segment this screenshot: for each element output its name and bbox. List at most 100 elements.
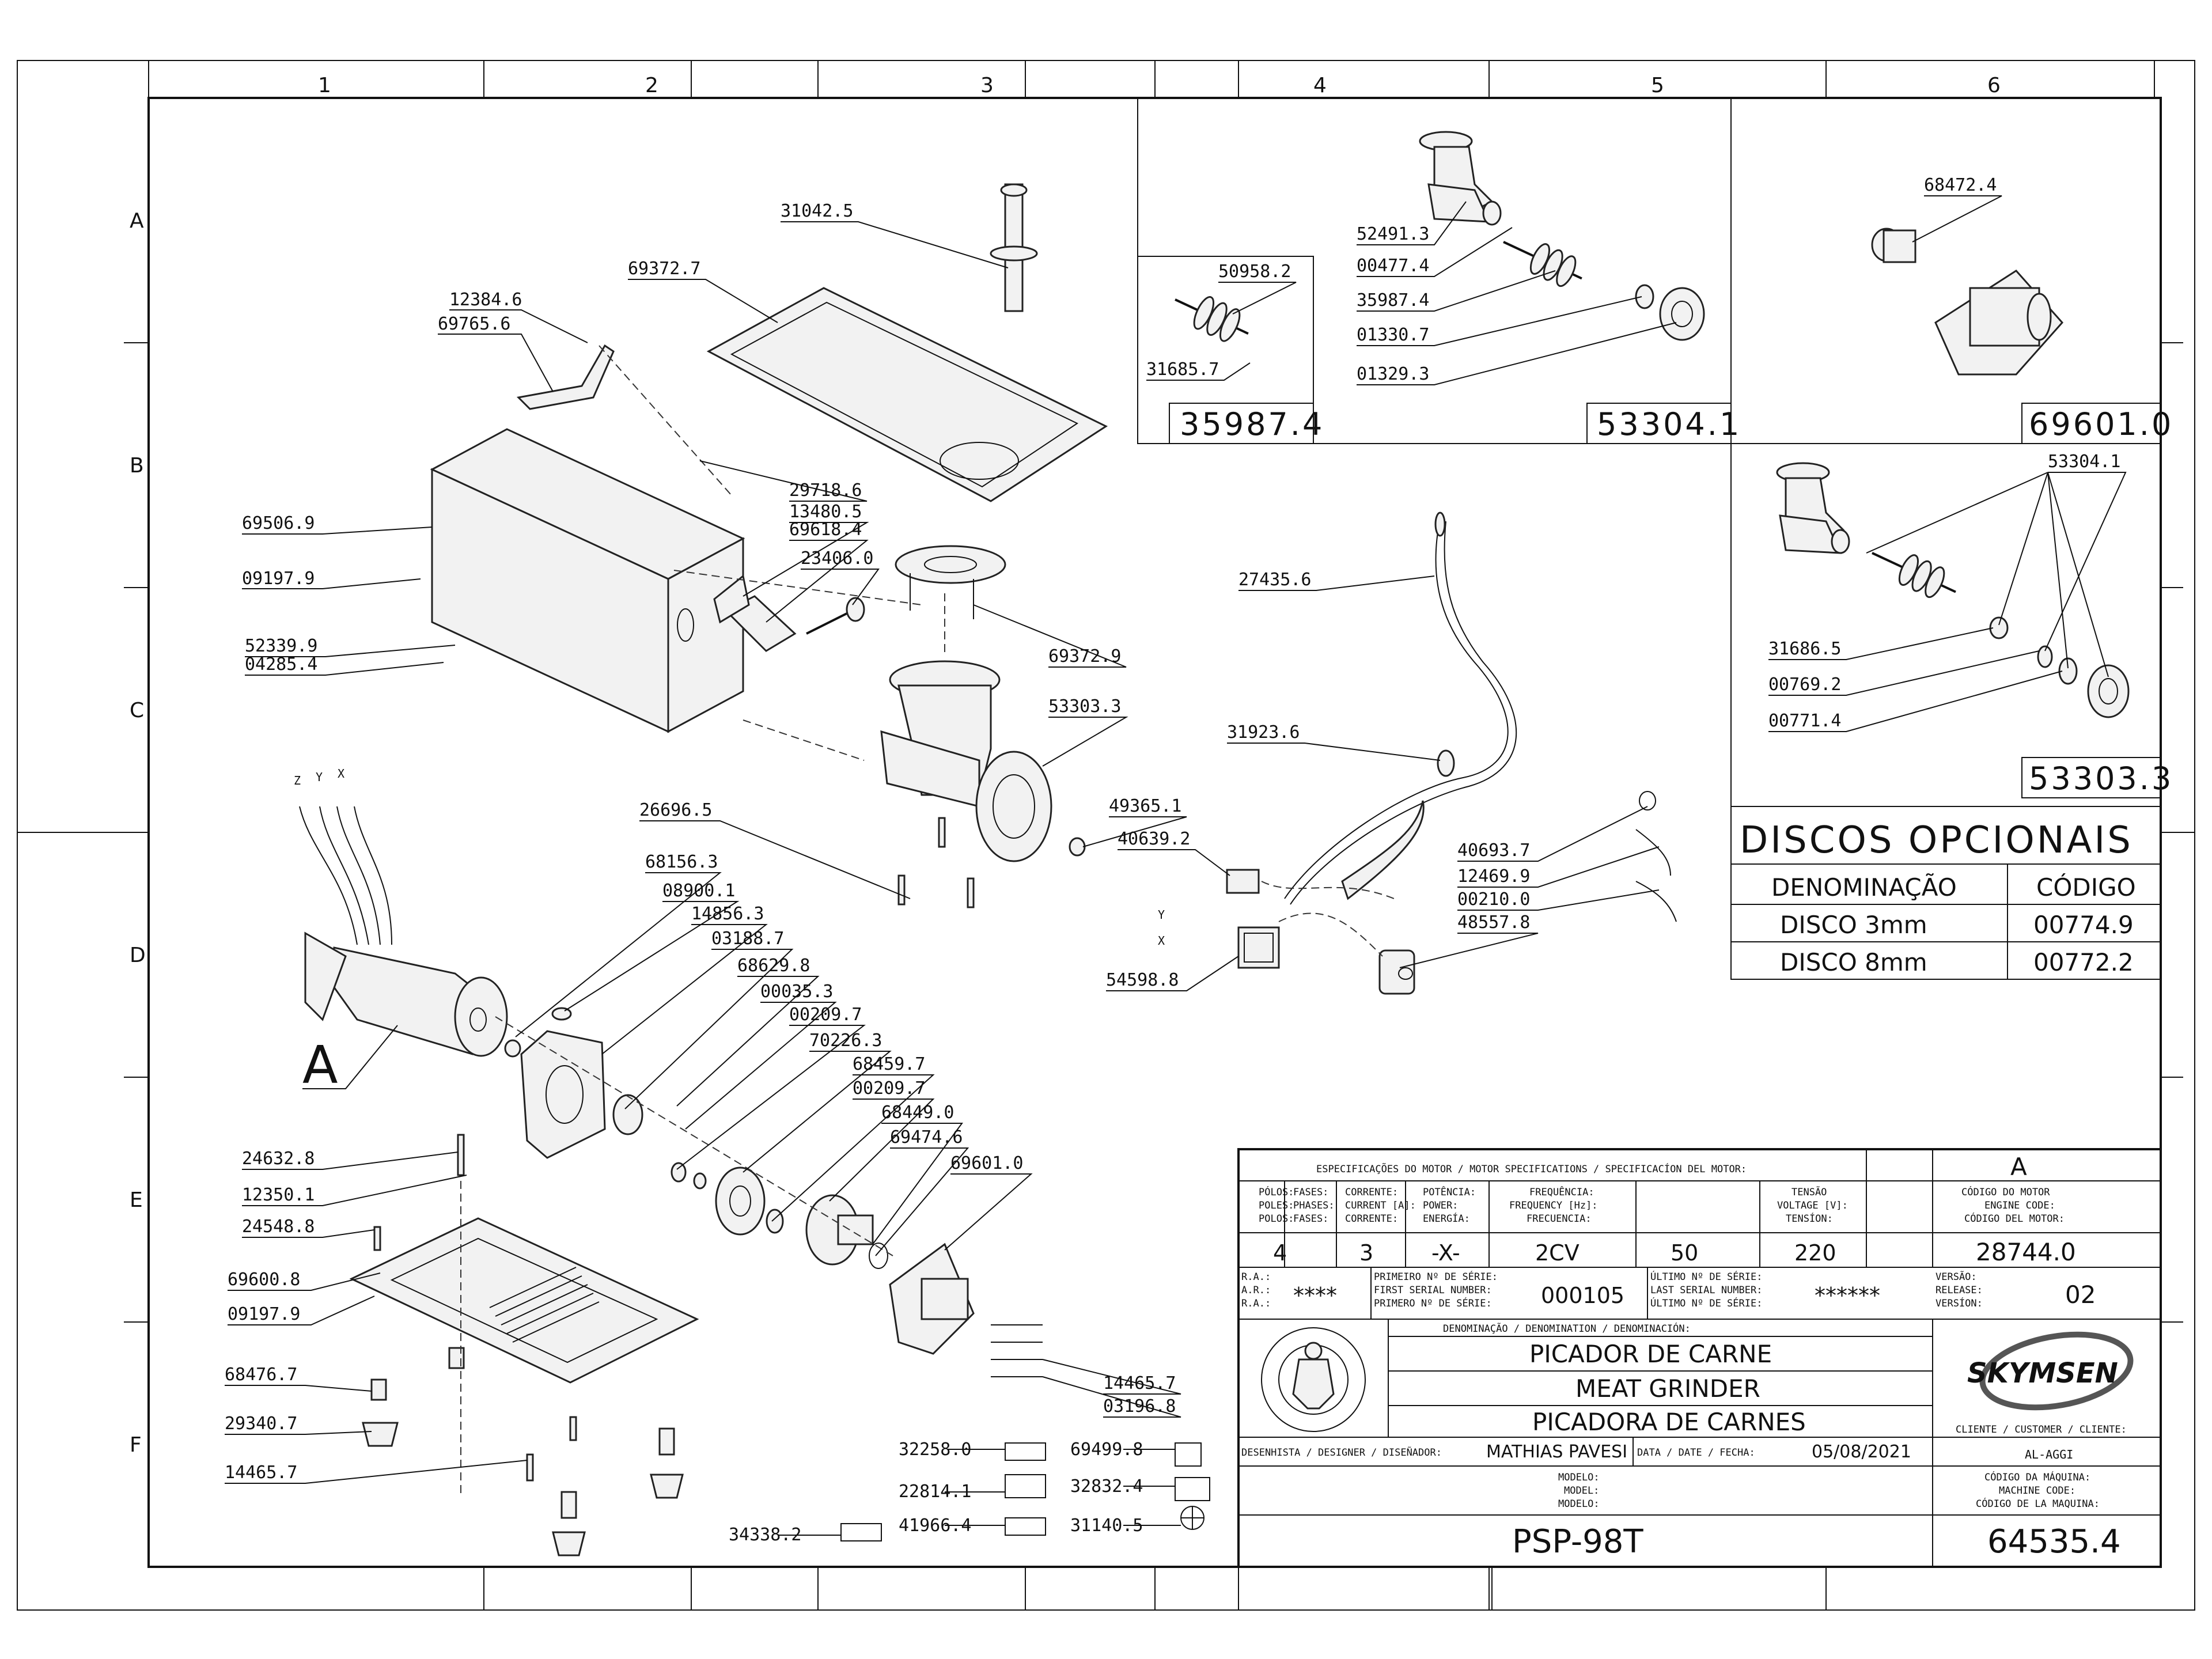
callout-label: 24548.8 — [242, 1217, 315, 1237]
spec-label: ENERGÍA: — [1423, 1212, 1470, 1225]
callout-label: 34338.2 — [729, 1525, 801, 1545]
first-serial-label: PRIMEIRO Nº DE SÉRIE: — [1374, 1270, 1498, 1283]
outer-frame — [17, 60, 2195, 1611]
grid-row-label: B — [130, 454, 144, 478]
version-label: VERSÍON: — [1936, 1297, 1983, 1309]
power-value: 2CV — [1535, 1240, 1580, 1266]
callout-label: 53303.3 — [1048, 696, 1121, 717]
authorized-service-seal — [1261, 1327, 1366, 1432]
designer-label: DESENHISTA / DESIGNER / DISEÑADOR: — [1241, 1446, 1442, 1459]
grid-row-label: C — [130, 699, 144, 722]
spec-label: VOLTAGE [V]: — [1777, 1200, 1848, 1211]
callout-label: 53304.1 — [2048, 452, 2120, 472]
callout-label: 50958.2 — [1218, 262, 1291, 282]
poles-value: 4 — [1273, 1240, 1287, 1266]
spec-label: POLOS: — [1259, 1213, 1294, 1225]
callout-label: 69372.7 — [628, 259, 700, 279]
wire-label: Y — [316, 770, 323, 784]
grid-row-label: E — [130, 1188, 143, 1212]
callout-label: 12350.1 — [242, 1185, 315, 1205]
callout-label: 00209.7 — [853, 1078, 925, 1099]
title-block: ESPECIFICAÇÕES DO MOTOR / MOTOR SPECIFIC… — [1237, 1148, 2162, 1568]
spec-label: PÓLOS: — [1259, 1185, 1294, 1198]
spec-label: POLES: — [1259, 1200, 1294, 1211]
callout-label: 29340.7 — [225, 1414, 297, 1434]
version-label: RELEASE: — [1936, 1285, 1983, 1296]
callout-label: 31140.5 — [1070, 1516, 1143, 1536]
connector-label: X — [1158, 934, 1165, 948]
voltage-value: 220 — [1794, 1240, 1836, 1266]
spec-label: FASES: — [1293, 1187, 1328, 1198]
callout-label: 68629.8 — [737, 956, 810, 976]
callouts: 31042.5 69372.7 12384.6 69765.6 69506.9 … — [225, 175, 2127, 1545]
product-name-pt: PICADOR DE CARNE — [1529, 1340, 1772, 1368]
callout-label: 12384.6 — [449, 290, 522, 310]
callout-label: 68449.0 — [881, 1103, 954, 1123]
brand-name: SKYMSEN — [1967, 1357, 2118, 1389]
revision-letter: A — [2010, 1153, 2027, 1181]
spec-label: CORRENTE: — [1345, 1213, 1398, 1225]
spec-label: POWER: — [1423, 1200, 1458, 1211]
spec-label: POTÊNCIA: — [1423, 1185, 1476, 1198]
last-serial-value: ****** — [1815, 1283, 1880, 1308]
detail-marker-a: A — [302, 1035, 340, 1096]
ra-value: **** — [1293, 1283, 1337, 1308]
callout-label: 32832.4 — [1070, 1476, 1143, 1497]
grid-col-label: 6 — [1987, 74, 2001, 97]
callout-label: 23406.0 — [801, 548, 873, 569]
callout-label: 00209.7 — [789, 1005, 862, 1025]
last-serial-label: ÚLTIMO Nº DE SÉRIE: — [1650, 1297, 1762, 1309]
ra-label: R.A.: — [1241, 1298, 1271, 1309]
callout-label: 48557.8 — [1457, 912, 1530, 933]
detail-box-label: 53303.3 — [2029, 760, 2173, 797]
grid-col-label: 5 — [1651, 74, 1664, 97]
callout-label: 31685.7 — [1146, 359, 1219, 380]
spec-label: FREQUÊNCIA: — [1529, 1185, 1594, 1198]
callout-label: 31686.5 — [1768, 639, 1841, 659]
callout-label: 14856.3 — [691, 904, 764, 924]
product-name-es: PICADORA DE CARNES — [1532, 1408, 1806, 1436]
callout-label: 31923.6 — [1227, 722, 1300, 743]
callout-label: 04285.4 — [245, 654, 317, 675]
callout-label: 13480.5 — [789, 502, 862, 522]
spec-label: FASES: — [1293, 1213, 1328, 1225]
callout-label: 09197.9 — [228, 1304, 300, 1324]
wire-label: X — [338, 767, 344, 781]
client-value: AL-AGGI — [2025, 1448, 2073, 1461]
grid-col-label: 4 — [1313, 74, 1327, 97]
disc-name: DISCO 3mm — [1780, 911, 1927, 939]
header-code: CÓDIGO — [2036, 873, 2136, 902]
callout-label: 40639.2 — [1118, 829, 1190, 849]
product-name-en: MEAT GRINDER — [1575, 1374, 1760, 1403]
spec-label: CÓDIGO DEL MOTOR: — [1964, 1212, 2065, 1225]
optional-discs-table: DISCOS OPCIONAIS DENOMINAÇÃO CÓDIGO DISC… — [1730, 806, 2161, 980]
spec-label: ENGINE CODE: — [1984, 1200, 2055, 1211]
callout-label: 27435.6 — [1238, 570, 1311, 590]
callout-label: 01330.7 — [1357, 325, 1429, 345]
callout-label: 54598.8 — [1106, 970, 1179, 990]
callout-label: 08900.1 — [662, 881, 735, 901]
grid-col-label: 2 — [645, 74, 658, 97]
detail-views: 35987.4 53304.1 69601.0 53303.3 — [1137, 98, 2173, 979]
grid-rows: A B C D E F — [124, 209, 2183, 1457]
callout-label: 00771.4 — [1768, 711, 1841, 731]
last-serial-label: ÚLTIMO Nº DE SÉRIE: — [1650, 1270, 1762, 1283]
grid-col-label: 3 — [980, 74, 994, 97]
grid-row-label: D — [130, 944, 146, 967]
wire-label: Z — [294, 774, 301, 787]
callout-label: 03196.8 — [1103, 1396, 1176, 1416]
callout-label: 29718.6 — [789, 480, 862, 501]
first-serial-value: 000105 — [1541, 1283, 1624, 1308]
callout-label: 26696.5 — [639, 800, 712, 820]
callout-label: 69765.6 — [438, 314, 510, 334]
motor-code-value: 28744.0 — [1976, 1238, 2076, 1266]
callout-label: 52491.3 — [1357, 224, 1429, 244]
callout-label: 68156.3 — [645, 852, 718, 872]
current-value: -X- — [1431, 1240, 1460, 1266]
version-value: 02 — [2065, 1281, 2096, 1309]
spec-label: TENSÍON: — [1786, 1212, 1833, 1225]
spec-label: TENSÃO — [1791, 1185, 1827, 1198]
callout-label: 40693.7 — [1457, 840, 1530, 861]
callout-label: 68472.4 — [1924, 175, 1997, 195]
